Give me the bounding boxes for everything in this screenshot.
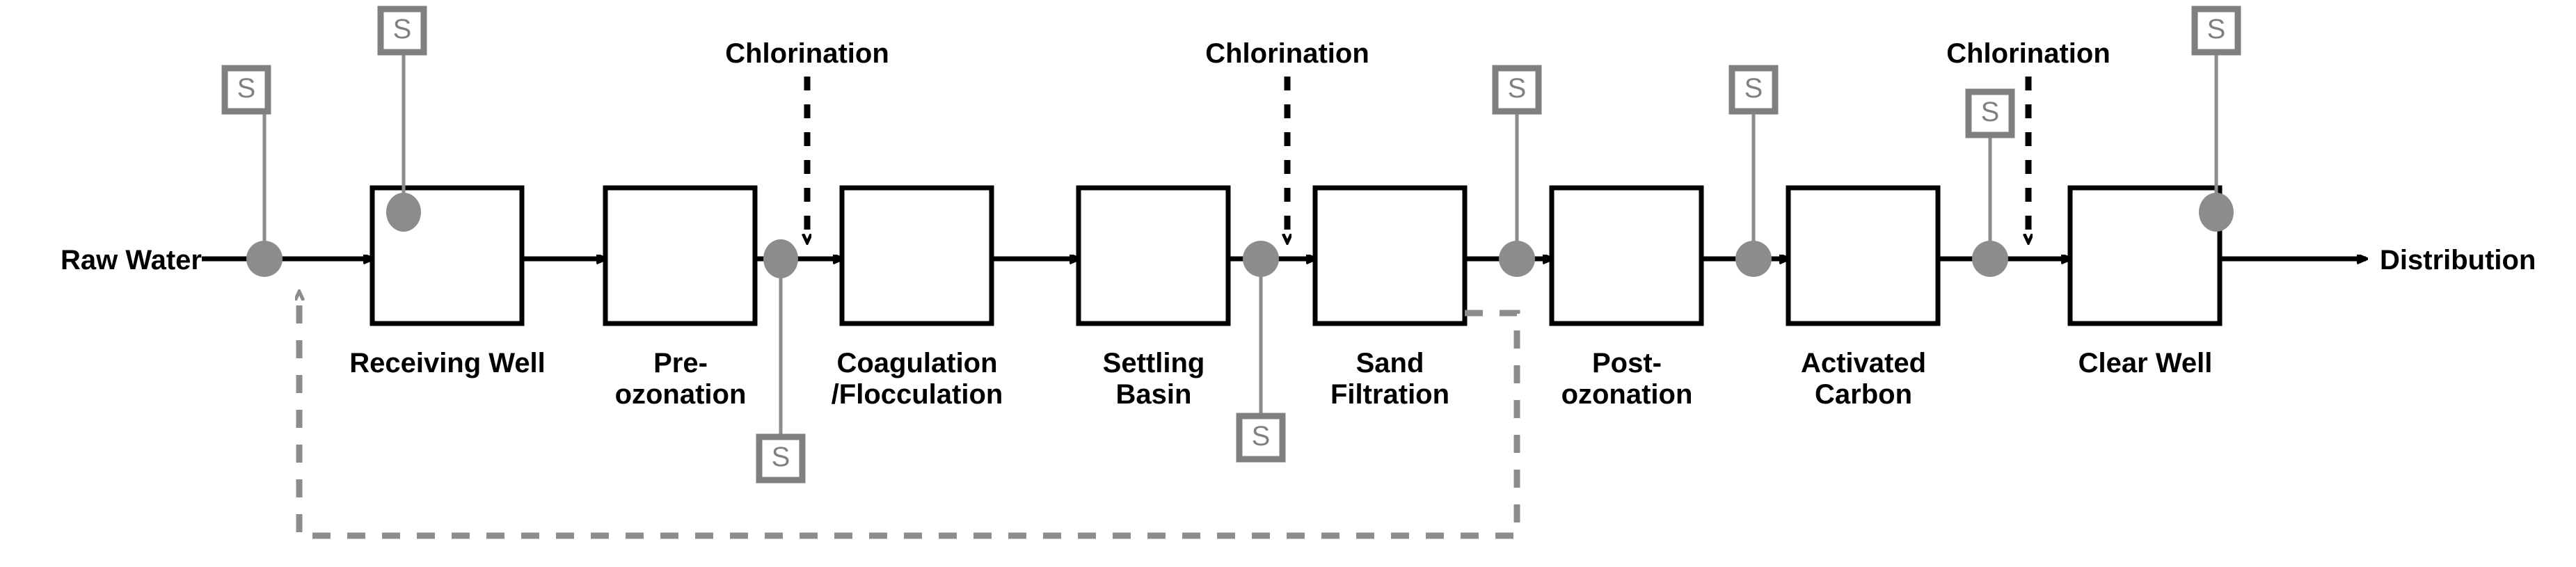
sensor-label-settling-out: S: [1251, 421, 1271, 452]
backwash-recycle-line: [299, 292, 1520, 539]
label-activated-carbon: Activated Carbon: [1800, 348, 1927, 410]
process-box-settling-basin[interactable]: [1076, 185, 1231, 326]
sampling-point-group: [246, 193, 2234, 278]
sampling-point-post-ozonation-out[interactable]: [1735, 241, 1772, 277]
label-receiving-well: Receiving Well: [349, 348, 546, 378]
sensor-label-activated-carbon-out: S: [1980, 97, 2000, 127]
sensor-label-sand-filtration-out: S: [1507, 73, 1527, 104]
process-box-clear-well[interactable]: [2067, 185, 2223, 326]
label-pre-ozonation: Pre- ozonation: [614, 348, 747, 410]
label-coagulation-flocculation: Coagulation /Flocculation: [831, 348, 1003, 410]
process-box-activated-carbon[interactable]: [1786, 185, 1941, 326]
sensor-box-post-ozonation-out[interactable]: [1728, 65, 1779, 115]
label-clear-well: Clear Well: [2078, 348, 2213, 378]
label-settling-basin: Settling Basin: [1102, 348, 1205, 410]
sampling-point-raw-water[interactable]: [246, 241, 283, 277]
sampling-point-activated-carbon-out[interactable]: [1972, 241, 2008, 277]
label-distribution: Distribution: [2380, 245, 2536, 275]
label-raw-water: Raw Water: [60, 245, 202, 275]
sensor-box-pre-ozonation-out[interactable]: [756, 433, 806, 484]
label-post-ozonation: Post- ozonation: [1561, 348, 1693, 410]
sampling-point-sand-filtration-out[interactable]: [1499, 241, 1535, 277]
sensor-box-settling-out[interactable]: [1236, 413, 1286, 463]
sampling-point-clear-well[interactable]: [2199, 193, 2234, 232]
label-sand-filtration: Sand Filtration: [1330, 348, 1450, 410]
sensor-box-receiving-well[interactable]: [377, 6, 427, 56]
sensor-tie-lines: [262, 14, 2218, 438]
sensor-box-clear-well[interactable]: [2191, 6, 2241, 56]
sampling-point-settling-out[interactable]: [1243, 241, 1279, 277]
sensor-box-raw-water[interactable]: [221, 65, 271, 115]
sensor-label-raw-water: S: [237, 73, 256, 104]
label-chlorination-2: Chlorination: [1205, 38, 1369, 69]
sampling-point-pre-ozonation-out[interactable]: [763, 239, 798, 278]
label-chlorination-3: Chlorination: [1946, 38, 2110, 69]
sensor-box-group: [221, 6, 2241, 484]
process-box-group: [369, 185, 2223, 326]
sensor-label-post-ozonation-out: S: [1744, 73, 1763, 104]
process-box-post-ozonation[interactable]: [1549, 185, 1704, 326]
sensor-box-sand-filtration-out[interactable]: [1492, 65, 1542, 115]
sensor-label-clear-well: S: [2207, 14, 2226, 45]
sampling-point-receiving-well[interactable]: [386, 193, 421, 232]
process-box-sand-filtration[interactable]: [1312, 185, 1468, 326]
process-box-pre-ozonation[interactable]: [603, 185, 758, 326]
label-chlorination-1: Chlorination: [725, 38, 889, 69]
sensor-box-activated-carbon-out[interactable]: [1965, 88, 2015, 138]
process-box-coagulation-flocculation[interactable]: [839, 185, 994, 326]
sensor-label-receiving-well: S: [392, 14, 412, 45]
sensor-label-pre-ozonation-out: S: [771, 442, 790, 472]
